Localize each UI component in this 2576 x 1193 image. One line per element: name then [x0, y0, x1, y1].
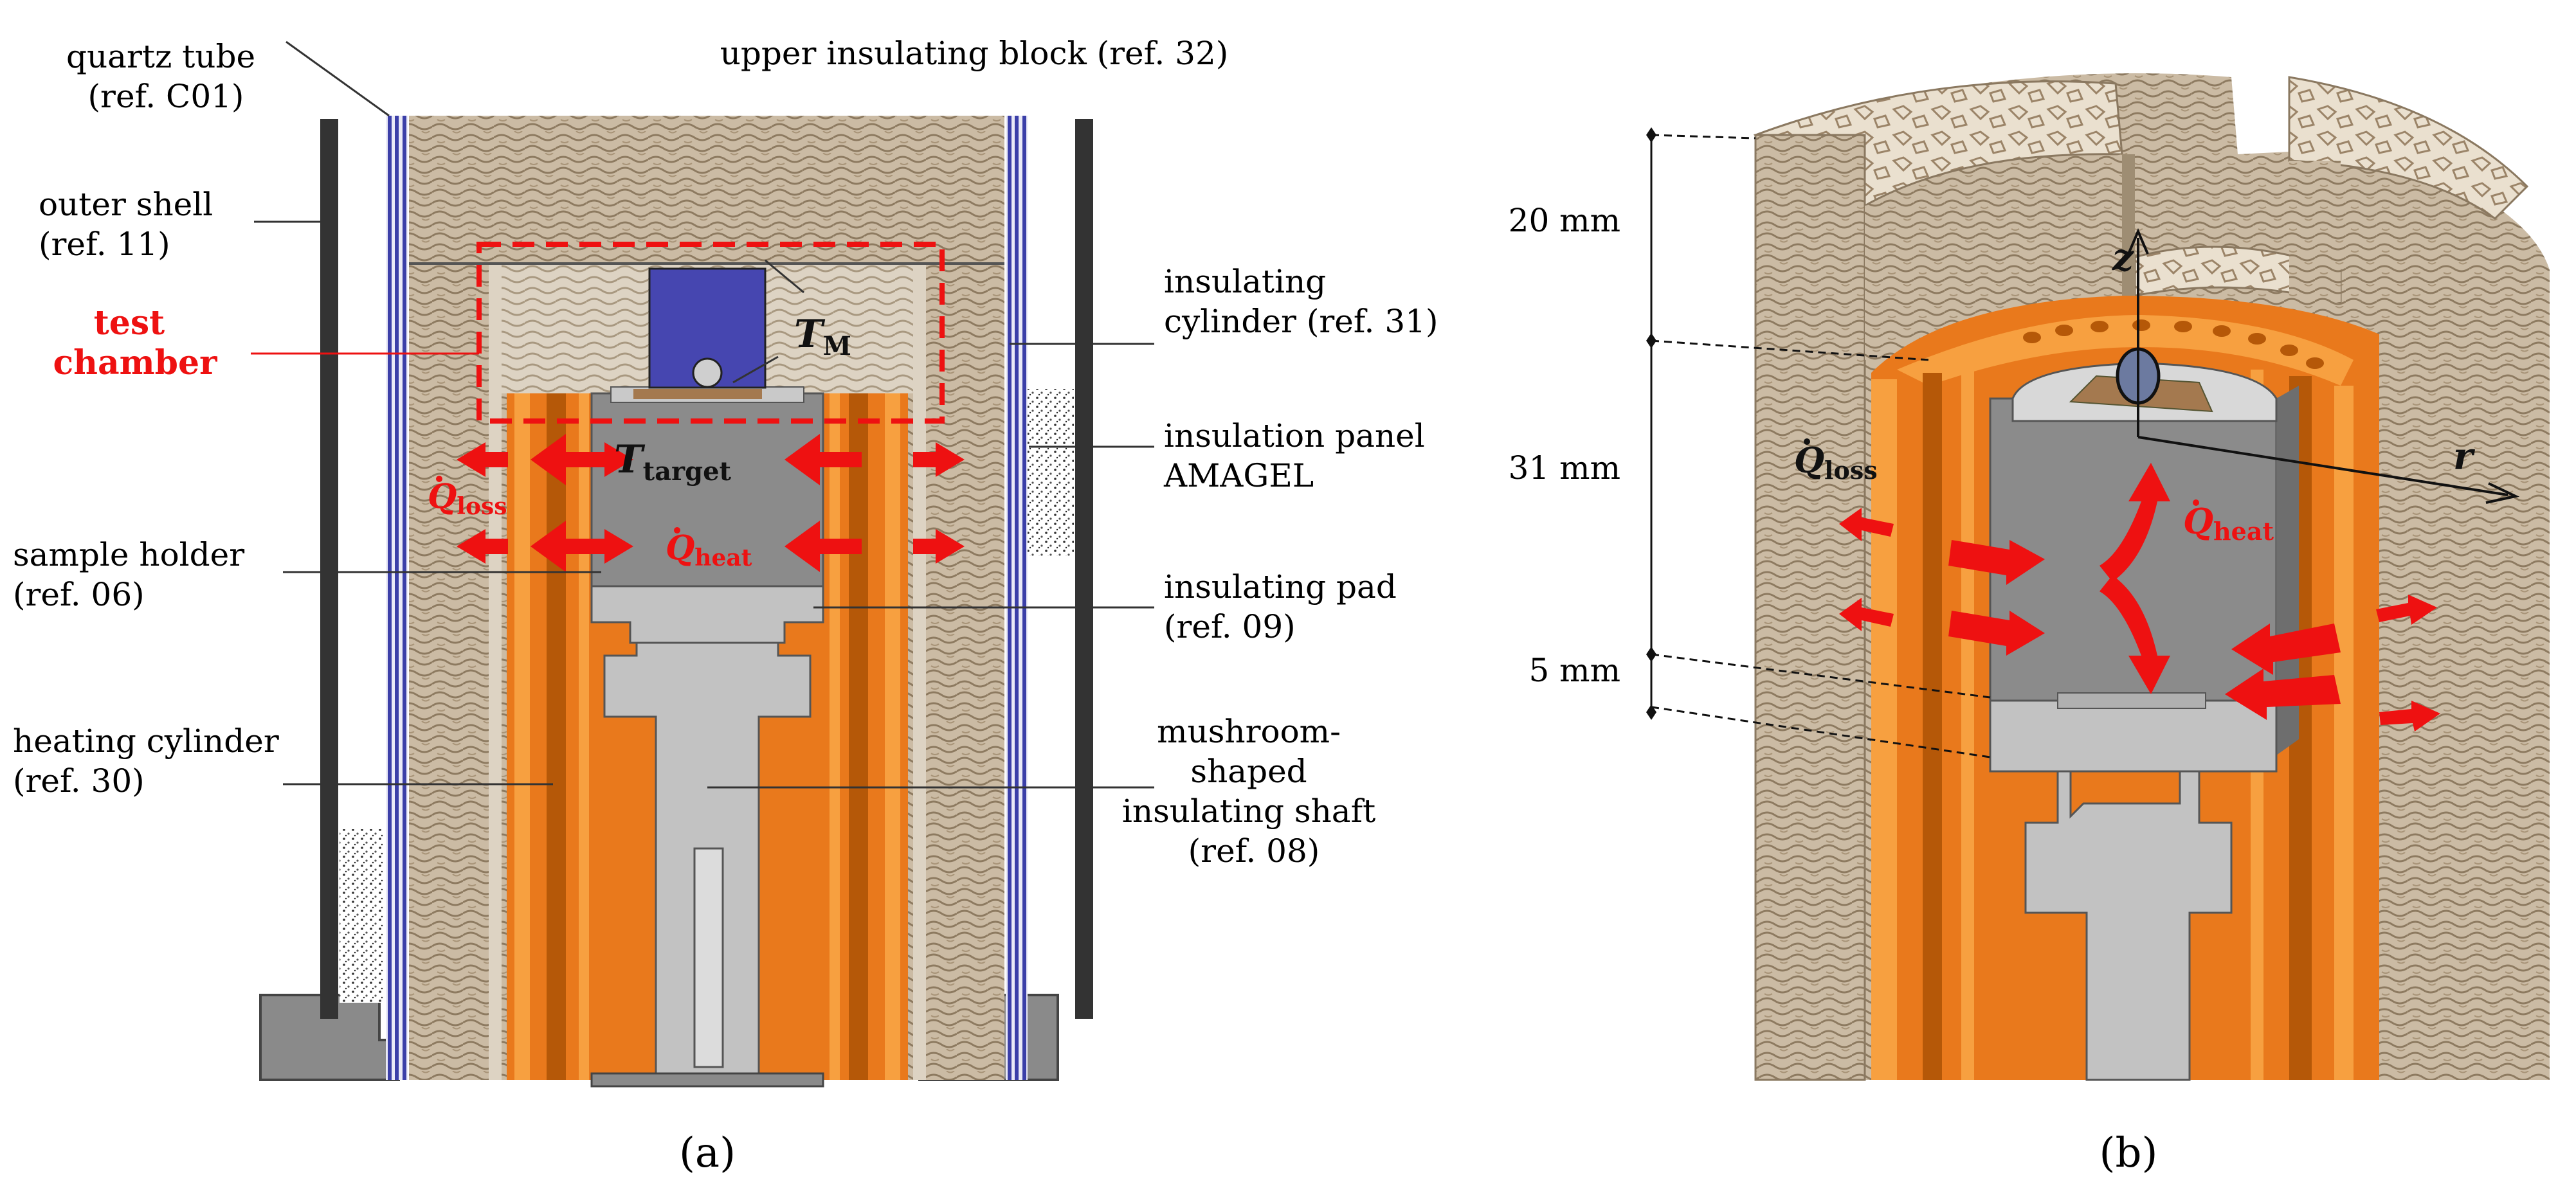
sample-holder	[590, 392, 824, 588]
label-sample-holder: sample holder (ref. 06)	[13, 536, 255, 613]
insulation-panel-left	[340, 829, 383, 1003]
dim-31mm: 31 mm	[1509, 449, 1620, 487]
symbol-t-m: TM	[794, 312, 851, 361]
label-quartz-tube: quartz tube (ref. C01)	[66, 38, 266, 115]
symbol-q-heat-a: Qheat	[666, 528, 752, 571]
symbol-q-heat-b: Qheat	[2183, 501, 2274, 546]
symbol-q-loss-b: Qloss	[1794, 440, 1878, 485]
dim-20mm: 20 mm	[1509, 202, 1620, 239]
label-mushroom-shaft: mushroom- shaped insulating shaft (ref. …	[1122, 713, 1386, 870]
label-heating-cylinder: heating cylinder (ref. 30)	[13, 722, 289, 800]
label-outer-shell: outer shell (ref. 11)	[39, 186, 223, 263]
axes-b	[2127, 228, 2520, 504]
symbol-q-loss-a: Qloss	[428, 477, 507, 520]
heat-flow-arrows-a	[457, 434, 965, 572]
outer-shell-right	[1075, 119, 1093, 1019]
label-test-chamber: test chamber	[53, 303, 217, 382]
test-chamber-box	[476, 242, 945, 424]
caption-a: (a)	[679, 1129, 736, 1177]
leader-lines-a	[254, 40, 1154, 789]
symbol-t-target: Ttarget	[614, 437, 732, 487]
dimension-bar	[1650, 134, 1991, 758]
insulating-pad	[590, 585, 824, 644]
insulation-panel-right	[1028, 389, 1074, 556]
heat-flow-arrows-b	[1839, 463, 2440, 731]
label-insulating-pad: insulating pad (ref. 09)	[1164, 568, 1407, 645]
dim-5mm: 5 mm	[1528, 652, 1620, 689]
label-upper-block: upper insulating block (ref. 32)	[720, 35, 1229, 72]
label-insulating-cylinder: insulating cylinder (ref. 31)	[1164, 263, 1438, 340]
axis-r: r	[2453, 435, 2476, 478]
panel-b: z r Qloss Qheat	[1509, 73, 2550, 1177]
outer-shell	[320, 119, 338, 1019]
axis-z: z	[2112, 235, 2134, 279]
panel-a: quartz tube (ref. C01) upper insulating …	[13, 35, 1438, 1177]
label-insulation-panel: insulation panel AMAGEL	[1163, 417, 1435, 494]
caption-b: (b)	[2100, 1129, 2158, 1177]
